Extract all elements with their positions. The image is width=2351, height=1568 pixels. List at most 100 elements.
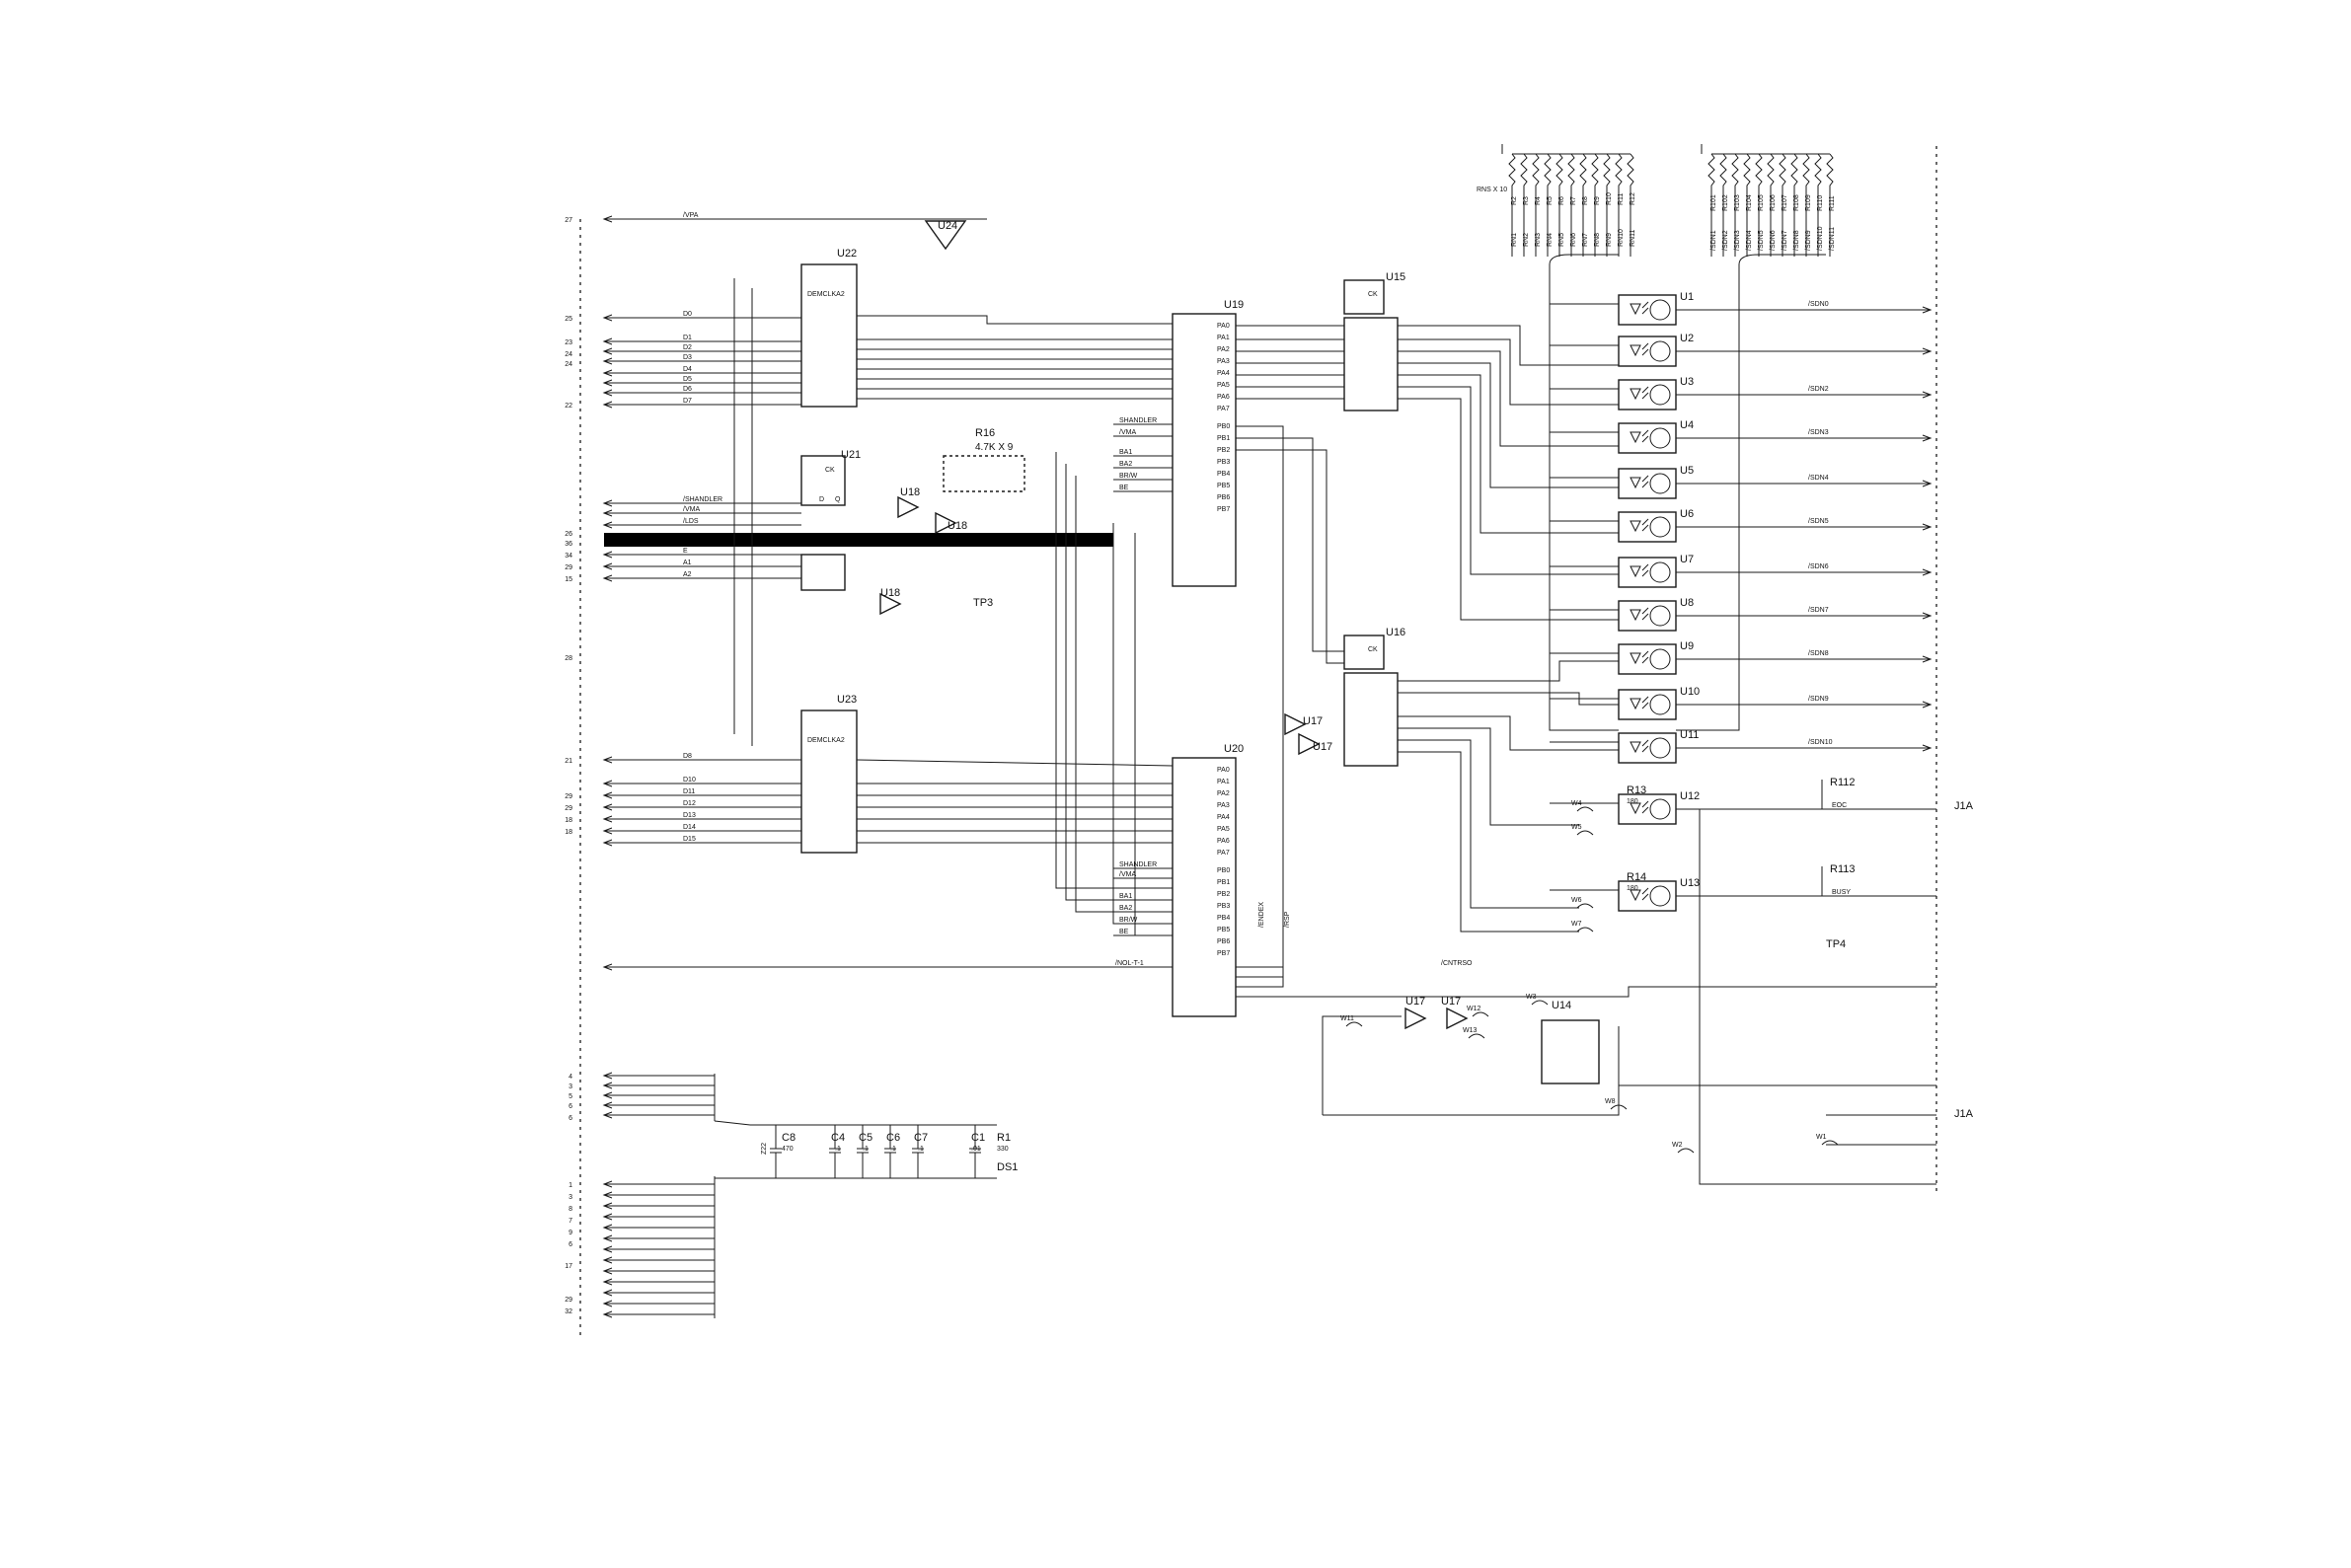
cnt-net: /CNTRSO — [1441, 960, 1473, 967]
u20-port-3: PA3 — [1217, 802, 1230, 809]
jumper-label-7: W8 — [1605, 1098, 1616, 1105]
u20-signal-2: BA1 — [1119, 893, 1132, 900]
buffer-u18a-shape — [897, 495, 920, 519]
signal-1: D0 — [683, 311, 692, 318]
signal-8: D7 — [683, 398, 692, 405]
ds1-label: DS1 — [997, 1161, 1018, 1173]
edge-pin-30: 32 — [565, 1308, 572, 1315]
r16-label: R16 — [975, 427, 995, 439]
u21-clock-label: CK — [825, 467, 835, 474]
edge-pin-23: 3 — [569, 1194, 572, 1201]
optocoupler-body-3 — [1618, 422, 1677, 454]
r14-label: R14 — [1627, 871, 1646, 883]
u20-port-b0: PB0 — [1217, 867, 1230, 874]
jumper-label-11: W13 — [1463, 1027, 1478, 1034]
edge-pin-22: 1 — [569, 1182, 572, 1189]
u19-signal-0: SHANDLER — [1119, 417, 1157, 424]
top-right-res-5: R106 — [1770, 194, 1777, 211]
chip-u17d-label: U17 — [1441, 996, 1461, 1008]
chip-u20-label: U20 — [1224, 743, 1244, 755]
jumper-label-10: W12 — [1467, 1006, 1481, 1012]
opto-output-8: /SDN8 — [1808, 650, 1829, 657]
edge-pin-3: 24 — [565, 351, 572, 358]
buffer-u18b-shape — [935, 511, 957, 535]
top-right-res-9: R110 — [1817, 195, 1824, 211]
optocoupler-body-11 — [1618, 793, 1677, 825]
signal-6: D5 — [683, 376, 692, 383]
signal-15: D8 — [683, 753, 692, 760]
edge-pin-1: 25 — [565, 316, 572, 323]
opto-output-2: /SDN2 — [1808, 386, 1829, 393]
edge-pin-24: 8 — [569, 1206, 572, 1213]
chip-u18b-label: U18 — [948, 520, 967, 532]
u20-port-b3: PB3 — [1217, 903, 1230, 910]
c6-value: .1 — [890, 1146, 896, 1153]
optocoupler-body-9 — [1618, 689, 1677, 720]
chip-u22-label: U22 — [837, 248, 857, 260]
chip-u19-body — [1172, 313, 1237, 587]
jumper-label-0: W1 — [1816, 1134, 1827, 1141]
j1a-label-lower: J1A — [1954, 1108, 1974, 1120]
signal-21: D15 — [683, 836, 696, 843]
top-left-net-2: RN3 — [1535, 233, 1542, 247]
c5-value: .1 — [863, 1146, 869, 1153]
jumper-label-3: W4 — [1571, 800, 1582, 807]
edge-pin-15: 18 — [565, 817, 572, 824]
rsp-net: /RSP — [1284, 911, 1291, 928]
u22-mode-label: DEMCLKA2 — [807, 291, 845, 298]
top-left-net-5: RN6 — [1570, 233, 1577, 247]
top-right-res-0: R101 — [1710, 194, 1717, 211]
top-left-res-6: R8 — [1582, 196, 1589, 205]
signal-19: D13 — [683, 812, 696, 819]
u20-port-5: PA5 — [1217, 826, 1230, 833]
r113-label: R113 — [1830, 863, 1855, 875]
optocoupler-body-4 — [1618, 468, 1677, 499]
u20-port-b1: PB1 — [1217, 879, 1230, 886]
optocoupler-label-11: U12 — [1680, 790, 1700, 802]
u19-signal-3: BA2 — [1119, 461, 1132, 468]
u20-port-b4: PB4 — [1217, 915, 1230, 922]
edge-pin-5: 22 — [565, 403, 572, 410]
top-right-net-10: /SDN11 — [1829, 227, 1836, 251]
u23-mode-label: DEMCLKA2 — [807, 737, 845, 744]
r16-value: 4.7K X 9 — [975, 442, 1014, 453]
top-right-res-2: R103 — [1734, 194, 1741, 211]
chip-u19-label: U19 — [1224, 299, 1244, 311]
jumper-label-5: W6 — [1571, 897, 1582, 904]
signal-5: D4 — [683, 366, 692, 373]
u19-signal-4: BR/W — [1119, 473, 1138, 480]
u19-port-5: PA5 — [1217, 382, 1230, 389]
edge-pin-26: 9 — [569, 1230, 572, 1236]
optocoupler-body-2 — [1618, 379, 1677, 411]
signal-14: A2 — [683, 571, 692, 578]
u20-port-0: PA0 — [1217, 767, 1230, 774]
u19-port-1: PA1 — [1217, 335, 1230, 341]
jumper-label-9: W11 — [1340, 1015, 1354, 1022]
edge-pin-21: 6 — [569, 1115, 572, 1122]
u20-port-6: PA6 — [1217, 838, 1230, 845]
chip-u21-lower-body — [800, 554, 846, 591]
u19-port-b4: PB4 — [1217, 471, 1230, 478]
u20-port-b5: PB5 — [1217, 927, 1230, 933]
chip-u17b-label: U17 — [1313, 741, 1332, 753]
top-left-net-8: RN9 — [1606, 233, 1613, 247]
tp3-label: TP3 — [973, 597, 993, 609]
chip-u14-body — [1541, 1019, 1600, 1084]
u19-port-2: PA2 — [1217, 346, 1230, 353]
edge-pin-29: 29 — [565, 1297, 572, 1304]
eoc-net: EOC — [1832, 802, 1847, 809]
j1a-label-upper: J1A — [1954, 800, 1974, 812]
buffer-u17c-shape — [1404, 1007, 1427, 1030]
components — [800, 220, 1600, 1084]
edge-pin-12: 21 — [565, 758, 572, 765]
optocoupler-label-1: U2 — [1680, 333, 1694, 344]
opto-output-10: /SDN10 — [1808, 739, 1833, 746]
chip-u18c-label: U18 — [880, 587, 900, 599]
chip-u17c-label: U17 — [1405, 996, 1425, 1008]
edge-pin-13: 29 — [565, 793, 572, 800]
u20-signal-0: SHANDLER — [1119, 861, 1157, 868]
optocoupler-label-6: U7 — [1680, 554, 1694, 565]
top-left-res-1: R3 — [1523, 196, 1530, 205]
c7-label: C7 — [914, 1132, 928, 1144]
